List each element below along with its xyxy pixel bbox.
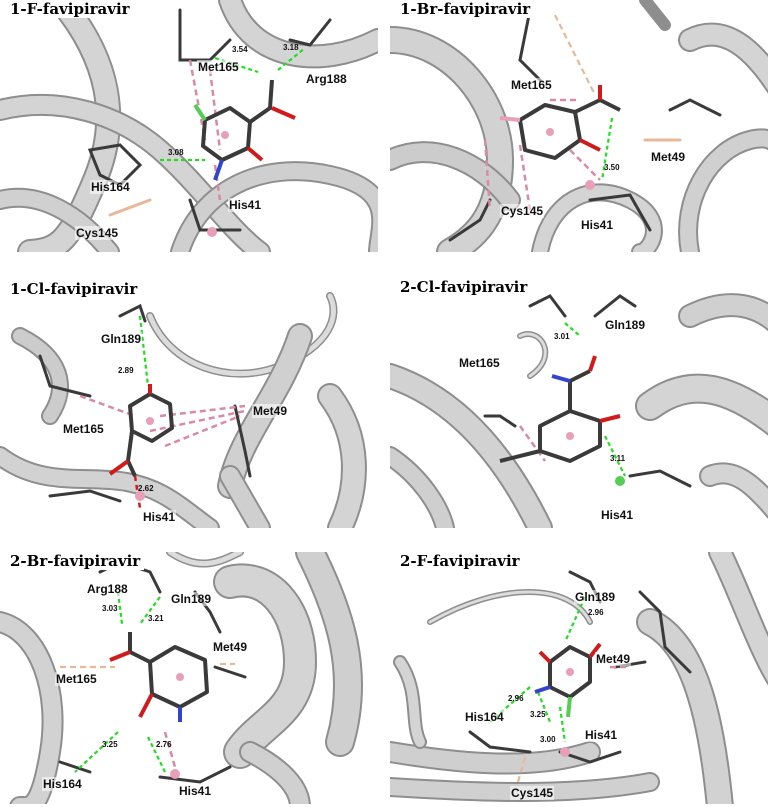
distance-label: 3.54 <box>232 45 248 54</box>
residue-label: His164 <box>42 777 83 791</box>
residue-label: Met165 <box>62 422 105 436</box>
residue-label: His41 <box>584 728 619 742</box>
panel-title: 2-Br-favipiravir <box>6 552 145 570</box>
panel-1f-favipiravir: 1-F-favipiravir Met165 Arg188 His164 His… <box>0 0 378 252</box>
distance-label: 3.50 <box>604 163 620 172</box>
panel-title: 1-Br-favipiravir <box>396 0 535 18</box>
residue-label: Met49 <box>595 652 632 666</box>
residue-label: Gln189 <box>170 592 213 606</box>
panel-title: 2-Cl-favipiravir <box>396 278 532 296</box>
docking-scene <box>390 0 768 252</box>
distance-label: 2.76 <box>156 740 172 749</box>
residue-label: Met49 <box>212 640 249 654</box>
distance-label: 3.03 <box>102 604 118 613</box>
residue-label: His164 <box>90 180 131 194</box>
residue-label: His41 <box>600 508 635 522</box>
docking-scene <box>390 293 768 528</box>
distance-label: 2.89 <box>118 366 134 375</box>
distance-label: 3.01 <box>554 332 570 341</box>
residue-label: Cys145 <box>75 226 120 240</box>
distance-label: 3.08 <box>168 148 184 157</box>
residue-label: Arg188 <box>86 582 129 596</box>
panel-title: 1-Cl-favipiravir <box>6 280 142 298</box>
distance-label: 3.25 <box>102 740 118 749</box>
distance-label: 2.96 <box>588 608 604 617</box>
residue-label: Gln189 <box>574 590 617 604</box>
residue-label: His164 <box>464 710 505 724</box>
residue-label: His41 <box>178 784 213 798</box>
panel-1cl-favipiravir: 1-Cl-favipiravir Gln189 Met49 Met165 His… <box>0 276 378 528</box>
docking-scene <box>0 292 367 528</box>
residue-label: Met165 <box>197 60 240 74</box>
docking-scene <box>0 0 378 252</box>
residue-label: Gln189 <box>100 332 143 346</box>
residue-label: Met49 <box>650 150 687 164</box>
distance-label: 3.25 <box>530 710 546 719</box>
residue-label: Met165 <box>55 672 98 686</box>
panel-2cl-favipiravir: 2-Cl-favipiravir Gln189 Met165 His41 3.0… <box>390 276 768 528</box>
panel-title: 2-F-favipiravir <box>396 552 524 570</box>
residue-label: His41 <box>580 218 615 232</box>
distance-label: 3.11 <box>610 454 626 463</box>
distance-label: 2.62 <box>138 484 154 493</box>
residue-label: His41 <box>142 510 177 524</box>
docking-scene <box>390 552 768 804</box>
residue-label: Gln189 <box>604 318 647 332</box>
residue-label: Met165 <box>458 356 501 370</box>
residue-label: Arg188 <box>305 72 348 86</box>
residue-label: Met165 <box>510 78 553 92</box>
panel-title: 1-F-favipiravir <box>6 0 134 18</box>
residue-label: Met49 <box>252 404 289 418</box>
panel-1br-favipiravir: 1-Br-favipiravir Met165 Met49 Cys145 His… <box>390 0 768 252</box>
panel-2f-favipiravir: 2-F-favipiravir Gln189 Met49 His164 His4… <box>390 552 768 804</box>
panel-2br-favipiravir: 2-Br-favipiravir Arg188 Gln189 Met49 Met… <box>0 552 378 804</box>
docking-scene <box>0 552 364 804</box>
distance-label: 3.00 <box>540 735 556 744</box>
residue-label: Cys145 <box>510 786 555 800</box>
distance-label: 3.21 <box>148 614 164 623</box>
residue-label: Cys145 <box>500 204 545 218</box>
distance-label: 2.96 <box>508 694 524 703</box>
distance-label: 3.18 <box>283 43 299 52</box>
residue-label: His41 <box>228 198 263 212</box>
